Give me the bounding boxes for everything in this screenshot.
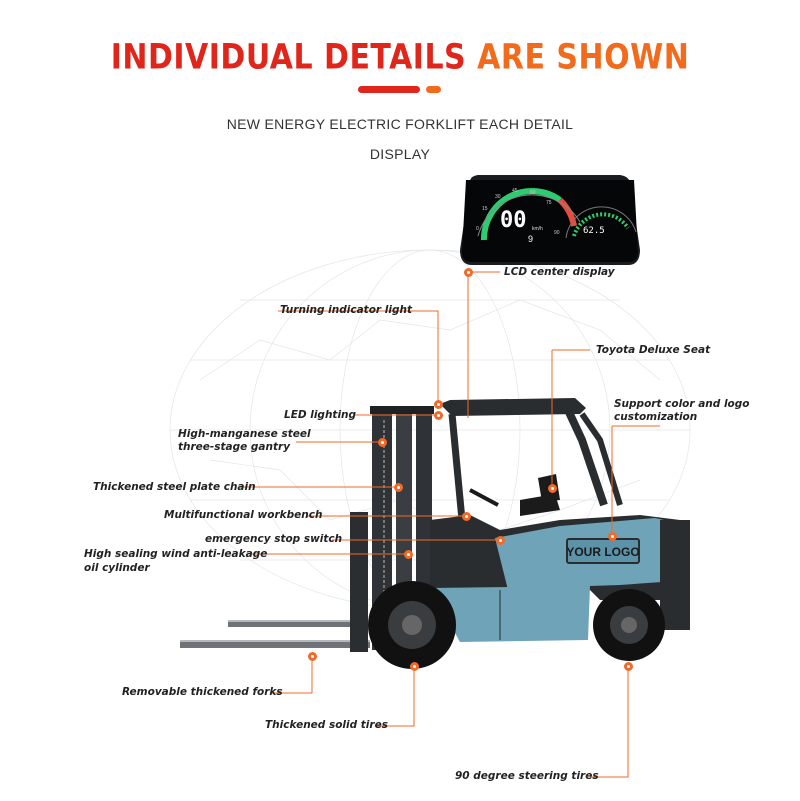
label-toyota-deluxe-seat: Toyota Deluxe Seat: [596, 344, 711, 356]
label-solid-tires: Thickened solid tires: [265, 719, 388, 731]
title-part-2: ARE SHOWN: [477, 37, 690, 78]
subtitle-line-2: DISPLAY: [369, 146, 431, 162]
label-manganese-line-1: High-manganese steel: [178, 428, 311, 440]
label-multifunctional-workbench: Multifunctional workbench: [164, 509, 323, 521]
label-cylinder-line-1: High sealing wind anti-leakage: [84, 548, 268, 560]
dot-turning: [434, 400, 443, 409]
front-wheel: [368, 581, 456, 669]
title-part-1: INDIVIDUAL DETAILS: [110, 37, 478, 78]
title-underline-short: [426, 86, 441, 93]
label-cylinder-line-2: oil cylinder: [84, 562, 150, 574]
gear-readout: 9: [528, 234, 534, 244]
dot-forks: [308, 652, 317, 661]
label-emergency-stop-switch: emergency stop switch: [205, 533, 343, 545]
dot-led: [434, 411, 443, 420]
callout-lines: [240, 271, 660, 778]
label-turning-indicator-light: Turning indicator light: [280, 304, 412, 316]
subtitle-line-1: NEW ENERGY ELECTRIC FORKLIFT EACH DETAIL: [226, 116, 574, 132]
dot-estop: [496, 536, 505, 545]
label-manganese-line-2: three-stage gantry: [178, 441, 291, 453]
label-steering-tires: 90 degree steering tires: [455, 770, 599, 782]
dot-cylinder: [404, 550, 413, 559]
scale-30: 30: [495, 194, 501, 200]
scale-60: 60: [530, 190, 536, 196]
label-removable-forks: Removable thickened forks: [122, 686, 283, 698]
label-support-line-1: Support color and logo: [614, 398, 750, 410]
label-support-line-2: customization: [614, 411, 698, 423]
battery-readout: 62.5: [583, 226, 605, 236]
dot-seat: [548, 484, 557, 493]
label-steel-plate-chain: Thickened steel plate chain: [93, 481, 256, 493]
rear-wheel: [593, 589, 665, 661]
scale-90: 90: [554, 230, 560, 236]
scale-15: 15: [482, 206, 488, 212]
label-lcd-center-display: LCD center display: [504, 266, 615, 278]
dot-workbench: [462, 512, 471, 521]
forklift: YOUR LOGO: [180, 398, 690, 669]
title-underline-long: [358, 86, 420, 93]
speed-unit: km/h: [532, 226, 543, 232]
scale-75: 75: [546, 200, 552, 206]
scale-0: 0: [476, 226, 479, 232]
scale-45: 45: [512, 188, 518, 194]
dot-lcd: [464, 268, 473, 277]
label-led-lighting: LED lighting: [284, 409, 357, 421]
page-title: INDIVIDUAL DETAILS ARE SHOWN: [0, 37, 800, 77]
dot-steering: [624, 662, 633, 671]
dot-manganese: [378, 438, 387, 447]
speed-readout: 00: [500, 208, 527, 233]
logo-plate-text: YOUR LOGO: [566, 545, 639, 559]
dot-tires: [410, 662, 419, 671]
lcd-dashboard: [460, 175, 640, 265]
dot-support: [608, 532, 617, 541]
dot-chain: [394, 483, 403, 492]
